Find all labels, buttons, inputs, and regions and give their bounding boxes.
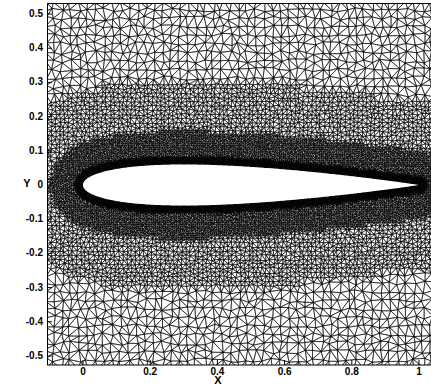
triangular-mesh — [47, 3, 431, 365]
tick-mark — [47, 150, 52, 151]
tick-mark — [47, 116, 52, 117]
tick-label: 0.1 — [29, 146, 43, 156]
tick-mark — [217, 360, 218, 365]
tick-label: 0.2 — [143, 367, 157, 377]
tick-mark — [47, 253, 52, 254]
tick-mark — [47, 185, 52, 186]
tick-label: -0.5 — [26, 351, 43, 361]
tick-mark — [47, 356, 52, 357]
tick-label: 0 — [80, 367, 86, 377]
tick-mark — [419, 360, 420, 365]
tick-mark — [150, 360, 151, 365]
tick-mark — [351, 360, 352, 365]
tick-mark — [47, 321, 52, 322]
mesh-edges — [47, 3, 431, 365]
tick-label: -0.3 — [26, 283, 43, 293]
tick-label: 0.2 — [29, 112, 43, 122]
tick-mark — [83, 360, 84, 365]
tick-label: -0.2 — [26, 248, 43, 258]
plot-frame — [47, 4, 431, 366]
axis-title: X — [214, 375, 221, 386]
tick-label: -0.4 — [26, 317, 43, 327]
tick-label: 0.3 — [29, 77, 43, 87]
tick-mark — [47, 14, 52, 15]
tick-mark — [47, 82, 52, 83]
tick-label: 0.4 — [29, 43, 43, 53]
axis-title: Y — [23, 178, 30, 189]
tick-label: 0 — [37, 180, 43, 190]
tick-label: -0.1 — [26, 214, 43, 224]
tick-label: 0.8 — [345, 367, 359, 377]
tick-label: 0.6 — [278, 367, 292, 377]
tick-mark — [47, 287, 52, 288]
tick-mark — [47, 219, 52, 220]
tick-mark — [284, 360, 285, 365]
axis-frame — [48, 4, 431, 366]
tick-label: 0.5 — [29, 9, 43, 19]
tick-label: 1 — [416, 367, 422, 377]
tick-mark — [47, 48, 52, 49]
airfoil — [83, 164, 419, 205]
